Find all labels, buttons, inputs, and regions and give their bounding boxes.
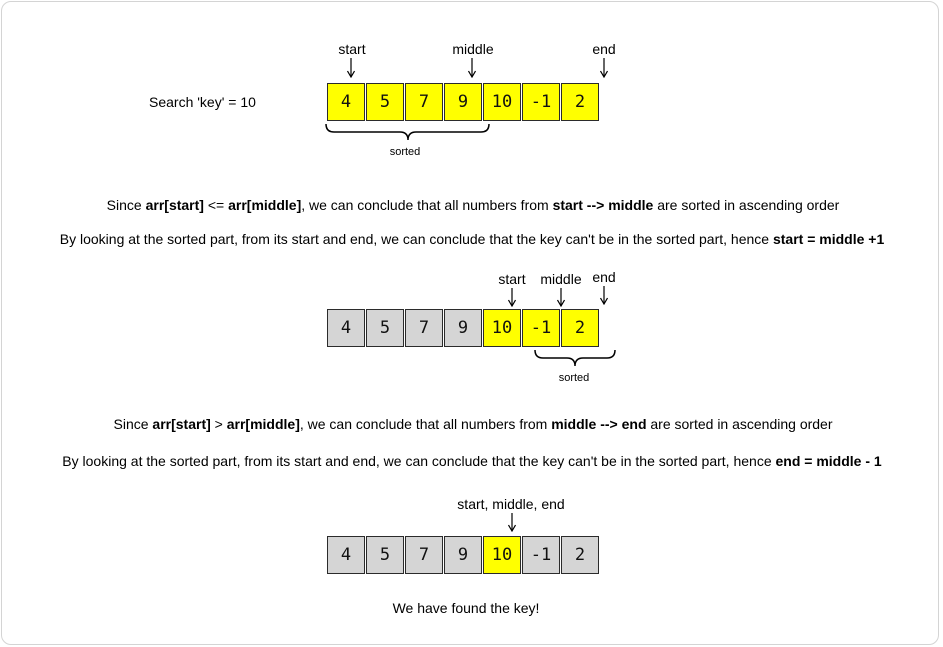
- array-cell: 5: [366, 309, 404, 347]
- array-cell: 2: [561, 309, 599, 347]
- combined-pointer-label: start, middle, end: [457, 496, 565, 512]
- array-cell: -1: [522, 83, 560, 121]
- conclusion-line: By looking at the sorted part, from its …: [59, 231, 885, 247]
- middle-pointer-label: middle: [452, 41, 494, 57]
- search-key-label: Search 'key' = 10: [149, 94, 256, 110]
- sorted-label: sorted: [389, 146, 421, 158]
- array-cell: -1: [522, 309, 560, 347]
- array-cell: 7: [405, 536, 443, 574]
- array-cell: 4: [327, 536, 365, 574]
- end-pointer-label: end: [592, 41, 616, 57]
- conclusion-line: By looking at the sorted part, from its …: [62, 453, 882, 469]
- array-cell: -1: [522, 536, 560, 574]
- array-cell: 5: [366, 83, 404, 121]
- array-cell: 4: [327, 309, 365, 347]
- array-cell: 7: [405, 309, 443, 347]
- array-cell: 9: [444, 83, 482, 121]
- array-cell: 10: [483, 309, 521, 347]
- array-cell: 9: [444, 309, 482, 347]
- array-cell: 10: [483, 83, 521, 121]
- sorted-brace: [325, 123, 490, 141]
- array-cell: 9: [444, 536, 482, 574]
- explanation-line: Since arr[start] <= arr[middle], we can …: [106, 197, 840, 213]
- array-cell: 7: [405, 83, 443, 121]
- sorted-brace: [534, 349, 616, 367]
- array-cell: 5: [366, 536, 404, 574]
- middle-pointer-label: middle: [540, 271, 582, 287]
- start-pointer-label: start: [498, 271, 526, 287]
- result-message: We have found the key!: [392, 600, 540, 616]
- array-cell: 4: [327, 83, 365, 121]
- sorted-label: sorted: [558, 372, 590, 384]
- end-pointer-label: end: [592, 269, 616, 285]
- start-pointer-label: start: [338, 41, 366, 57]
- array-cell: 10: [483, 536, 521, 574]
- explanation-line: Since arr[start] > arr[middle], we can c…: [113, 416, 833, 432]
- array-cell: 2: [561, 536, 599, 574]
- array-cell: 2: [561, 83, 599, 121]
